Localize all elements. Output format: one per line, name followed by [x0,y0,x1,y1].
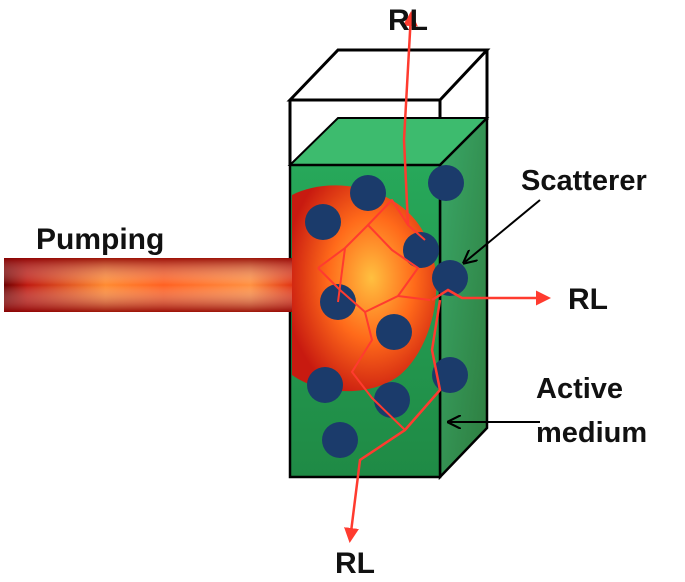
scatterer-particle [432,357,468,393]
scatterer-particle [428,165,464,201]
scatterer-particle [403,232,439,268]
rl-internal-path [350,311,406,431]
label-scatterer: Scatterer [521,165,647,197]
label-pumping: Pumping [36,223,164,256]
label-rl-top: RL [388,4,428,37]
scatterer-particles [305,165,468,458]
scatterer-pointer-arrow [465,199,541,262]
label-rl-bottom: RL [335,547,375,580]
pumping-beam [4,258,294,312]
scatterer-particle [432,260,468,296]
scatterer-particle [307,367,343,403]
label-medium: medium [536,417,647,449]
rl-ray-bottom [344,299,442,543]
scattered-light-paths [317,199,431,313]
scatterer-particle [376,314,412,350]
label-active: Active [536,373,623,405]
scatterer-particle [322,422,358,458]
label-rl-right: RL [568,283,608,316]
scatterer-particle [350,175,386,211]
rl-ray-top [402,11,418,226]
scatterer-particle [305,204,341,240]
scatterer-particle [374,382,410,418]
rl-ray-right [431,288,551,306]
